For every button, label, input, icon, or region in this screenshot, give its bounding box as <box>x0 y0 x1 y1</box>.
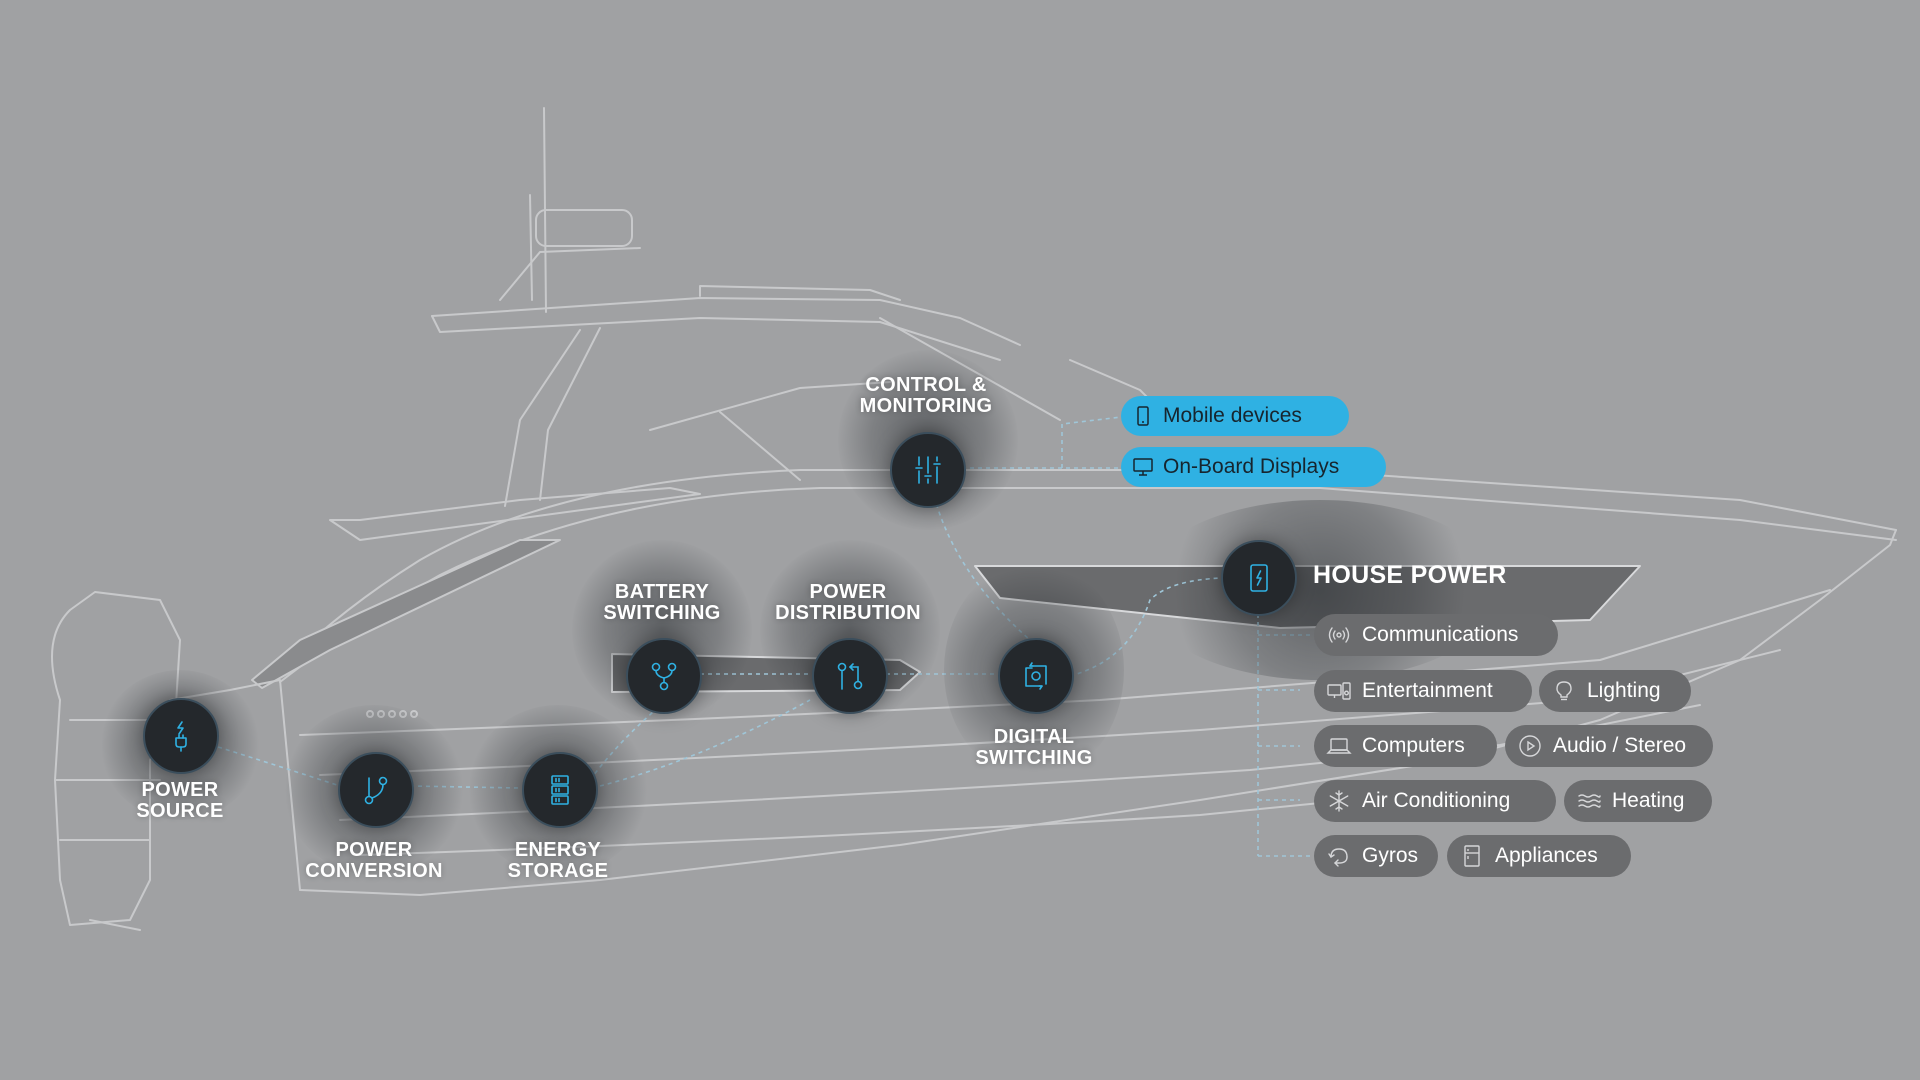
power-panel-icon <box>1250 564 1268 592</box>
air-conditioning-pill[interactable]: Air Conditioning <box>1314 780 1556 822</box>
tv-speaker-icon <box>1327 682 1351 700</box>
digital-switch-icon <box>1025 662 1047 690</box>
computers-label: Computers <box>1362 734 1465 757</box>
digital-switching-node[interactable] <box>998 638 1074 714</box>
gyro-stabilizer-icon <box>1328 848 1348 867</box>
audio-stereo-label: Audio / Stereo <box>1553 734 1687 757</box>
distribution-icon <box>837 662 863 690</box>
gyros-label: Gyros <box>1362 844 1419 867</box>
refrigerator-icon <box>1464 845 1480 867</box>
lighting-label: Lighting <box>1587 679 1661 702</box>
play-circle-icon <box>1519 735 1541 757</box>
gyros-pill[interactable]: Gyros <box>1314 835 1438 877</box>
energy-storage-label: ENERGY STORAGE <box>507 839 609 882</box>
mobile-devices-label: Mobile devices <box>1163 404 1302 427</box>
power-distribution-label: POWER DISTRIBUTION <box>775 581 921 624</box>
power-source-node[interactable] <box>143 698 219 774</box>
entertainment-label: Entertainment <box>1362 679 1493 702</box>
signal-icon <box>1328 627 1350 643</box>
plug-icon <box>175 721 187 752</box>
lighting-pill[interactable]: Lighting <box>1539 670 1691 712</box>
entertainment-pill[interactable]: Entertainment <box>1314 670 1532 712</box>
battery-switching-node[interactable] <box>626 638 702 714</box>
snowflake-icon <box>1329 790 1349 812</box>
digital-switching-label: DIGITAL SWITCHING <box>975 726 1093 769</box>
control-monitoring-label: CONTROL & MONITORING <box>859 374 993 417</box>
switch-fork-icon <box>651 662 677 691</box>
battery-stack-icon <box>551 775 569 805</box>
power-conversion-node[interactable] <box>338 752 414 828</box>
power-source-label: POWER SOURCE <box>136 779 224 822</box>
house-power-node[interactable] <box>1221 540 1297 616</box>
computers-pill[interactable]: Computers <box>1314 725 1497 767</box>
mobile-devices-pill[interactable]: Mobile devices <box>1121 396 1349 436</box>
battery-switching-label: BATTERY SWITCHING <box>603 581 721 624</box>
heating-pill[interactable]: Heating <box>1564 780 1712 822</box>
appliances-label: Appliances <box>1495 844 1598 867</box>
sliders-icon <box>915 456 941 484</box>
power-conversion-label: POWER CONVERSION <box>305 839 443 882</box>
laptop-icon <box>1326 738 1352 754</box>
heating-label: Heating <box>1612 789 1685 812</box>
control-monitoring-node[interactable] <box>890 432 966 508</box>
onboard-displays-label: On-Board Displays <box>1163 455 1340 478</box>
branch-icon <box>364 776 388 805</box>
onboard-displays-pill[interactable]: On-Board Displays <box>1121 447 1386 487</box>
appliances-pill[interactable]: Appliances <box>1447 835 1631 877</box>
monitor-icon <box>1133 458 1153 476</box>
communications-label: Communications <box>1362 623 1519 646</box>
energy-storage-node[interactable] <box>522 752 598 828</box>
power-distribution-node[interactable] <box>812 638 888 714</box>
mobile-phone-icon <box>1137 406 1149 426</box>
air-conditioning-label: Air Conditioning <box>1362 789 1511 812</box>
heat-waves-icon <box>1578 794 1601 808</box>
audio-stereo-pill[interactable]: Audio / Stereo <box>1505 725 1713 767</box>
communications-pill[interactable]: Communications <box>1314 614 1558 656</box>
house-power-title: HOUSE POWER <box>1313 561 1507 589</box>
light-bulb-icon <box>1556 681 1572 701</box>
